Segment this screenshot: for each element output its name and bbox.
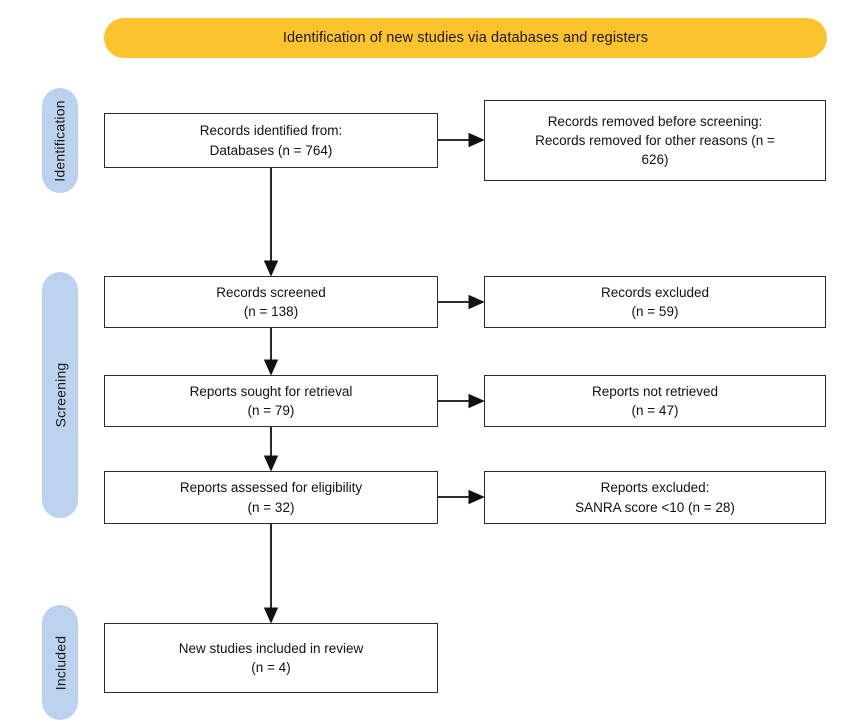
box-reports-assessed-text: Reports assessed for eligibility (n = 32… — [179, 480, 363, 515]
box-reports-excluded-text: Reports excluded: SANRA score <10 (n = 2… — [575, 480, 735, 515]
stage-pill-screening: Screening — [42, 272, 78, 518]
header-banner: Identification of new studies via databa… — [104, 18, 827, 58]
box-reports-sought-for-retrieval: Reports sought for retrieval (n = 79) — [104, 375, 438, 427]
box-records-screened-text: Records screened (n = 138) — [216, 284, 326, 319]
box-reports-excluded: Reports excluded: SANRA score <10 (n = 2… — [484, 471, 826, 524]
box-records-removed-text: Records removed before screening: Record… — [535, 113, 775, 168]
stage-pill-included: Included — [42, 605, 78, 720]
box-records-identified-text: Records identified from: Databases (n = … — [199, 123, 343, 158]
stage-label-identification: Identification — [52, 99, 69, 182]
box-reports-not-retrieved-text: Reports not retrieved (n = 47) — [591, 383, 719, 418]
stage-pill-identification: Identification — [42, 88, 78, 193]
box-reports-sought-text: Reports sought for retrieval (n = 79) — [189, 383, 353, 418]
stage-label-screening: Screening — [52, 362, 68, 428]
box-reports-not-retrieved: Reports not retrieved (n = 47) — [484, 375, 826, 427]
header-banner-label: Identification of new studies via databa… — [282, 30, 649, 46]
box-records-identified: Records identified from: Databases (n = … — [104, 113, 438, 168]
box-records-excluded-text: Records excluded (n = 59) — [600, 284, 710, 319]
box-records-excluded: Records excluded (n = 59) — [484, 276, 826, 328]
box-new-studies-included: New studies included in review (n = 4) — [104, 623, 438, 693]
box-records-removed-before-screening: Records removed before screening: Record… — [484, 100, 826, 181]
box-new-studies-included-text: New studies included in review (n = 4) — [178, 640, 364, 675]
stage-label-included: Included — [52, 635, 68, 690]
box-records-screened: Records screened (n = 138) — [104, 276, 438, 328]
box-reports-assessed-for-eligibility: Reports assessed for eligibility (n = 32… — [104, 471, 438, 524]
